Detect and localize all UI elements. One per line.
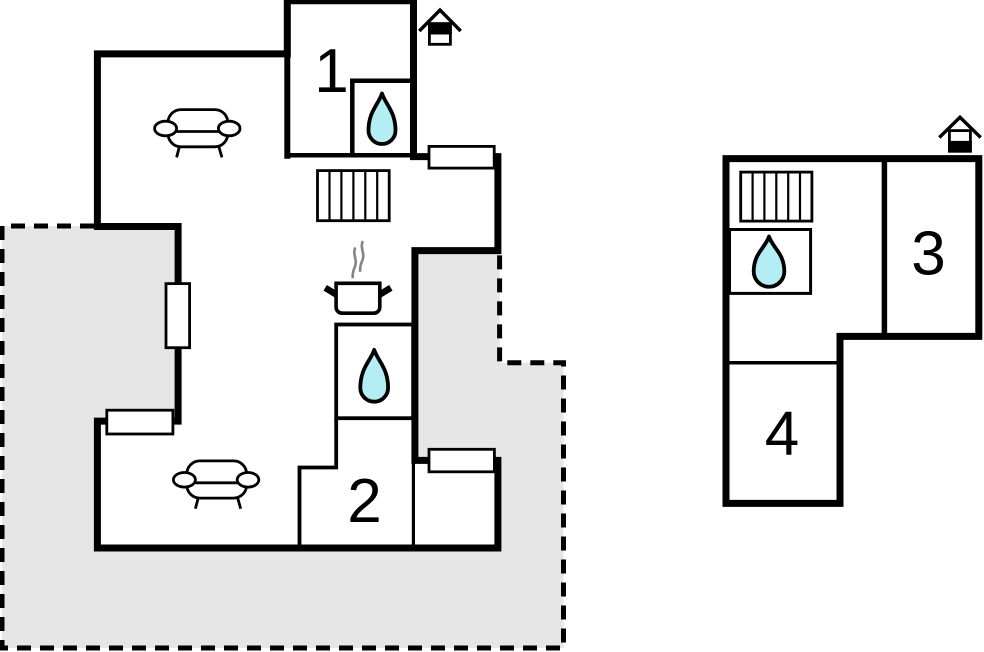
svg-text:1: 1 [314,37,348,106]
svg-text:4: 4 [765,400,799,469]
svg-text:3: 3 [911,220,945,289]
svg-text:2: 2 [347,467,381,536]
